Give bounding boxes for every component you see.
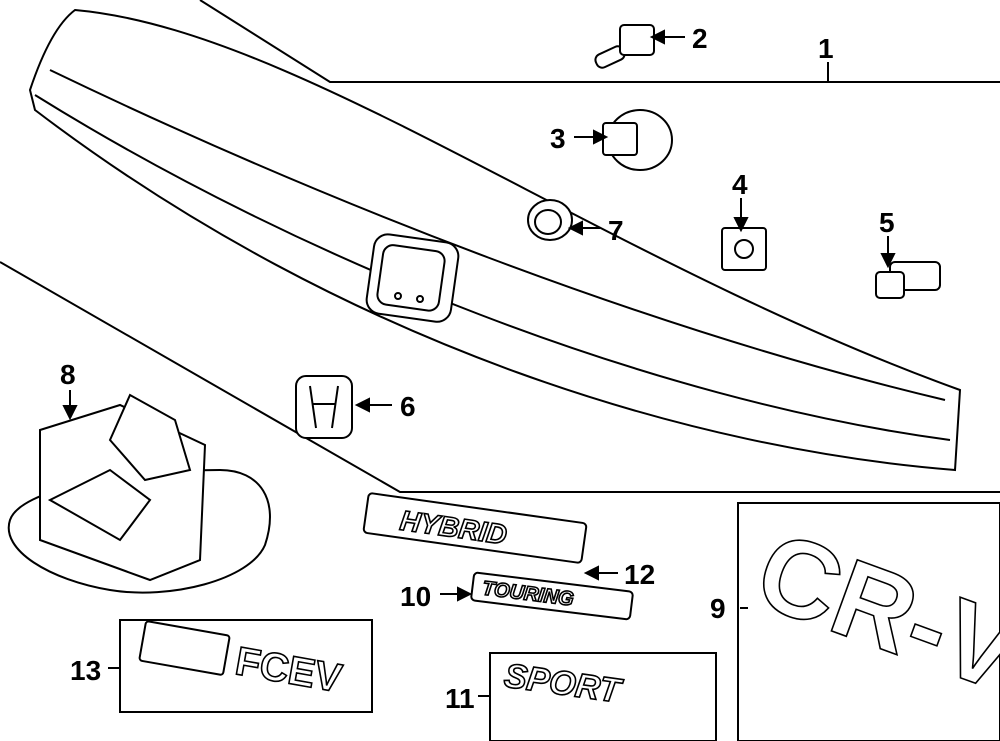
callout-13: 13 xyxy=(70,655,101,686)
frame-part-9 xyxy=(737,502,1000,741)
tailgate-garnish[interactable] xyxy=(28,8,962,472)
callout-2: 2 xyxy=(692,23,708,54)
leader-lines xyxy=(62,29,896,697)
callout-numbers: 1 2 3 4 5 6 7 8 9 10 11 12 13 xyxy=(60,23,895,714)
callout-1: 1 xyxy=(818,33,834,64)
callout-3: 3 xyxy=(550,123,566,154)
hybrid-emblem-part-12[interactable]: HYBRID xyxy=(362,492,588,564)
callout-12: 12 xyxy=(624,559,655,590)
frame-group-1-bottom xyxy=(0,261,1000,493)
callout-9: 9 xyxy=(710,593,726,624)
frame-part-13 xyxy=(119,619,373,713)
callout-10: 10 xyxy=(400,581,431,612)
clip-part-3[interactable] xyxy=(602,109,673,171)
callout-4: 4 xyxy=(732,169,748,200)
callout-6: 6 xyxy=(400,391,416,422)
honda-emblem-part-6[interactable] xyxy=(295,375,353,439)
fcev-emblem-text: FCEV xyxy=(232,639,345,701)
touring-emblem-part-10[interactable]: TOURING xyxy=(470,571,634,621)
callout-11: 11 xyxy=(445,683,475,714)
fcev-emblem-part-13[interactable]: FCEV xyxy=(138,620,346,702)
clip-part-4[interactable] xyxy=(721,227,767,271)
grommet-part-7[interactable] xyxy=(527,199,573,241)
frame-group-1 xyxy=(199,0,1000,83)
callout-5: 5 xyxy=(879,207,895,238)
callout-7: 7 xyxy=(608,215,624,246)
sport-emblem-part-11[interactable]: SPORT xyxy=(501,656,626,712)
bolt-part-2[interactable] xyxy=(593,24,655,70)
clip-part-5[interactable] xyxy=(875,261,941,299)
license-lamp-part-8[interactable] xyxy=(7,393,271,594)
callout-8: 8 xyxy=(60,359,76,390)
crv-emblem-part-9[interactable]: CR-V xyxy=(741,507,1000,716)
